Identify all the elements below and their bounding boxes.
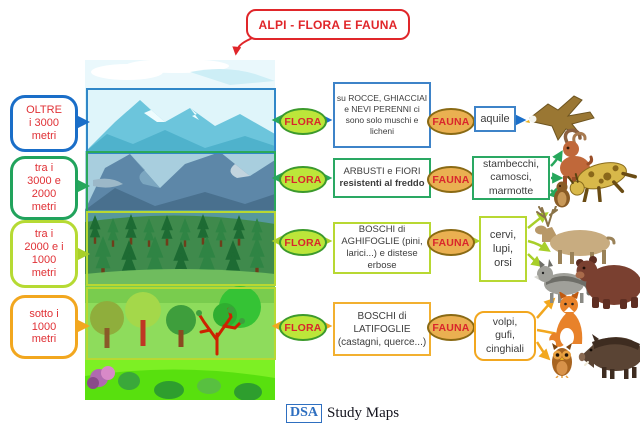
flora-desc-row2-line2: resistenti al freddo [339, 178, 425, 189]
dsa-logo-badge: DSA [286, 404, 323, 423]
brand-logo: DSA Study Maps [286, 404, 399, 423]
flora-badge-row3: FLORA [279, 229, 327, 256]
fauna-names-row4: volpi, gufi, cinghiali [474, 311, 536, 361]
fauna-badge-row3: FAUNA [427, 229, 475, 256]
altitude-label-3000-2000: tra i 3000 e 2000 metri [10, 156, 78, 220]
altitude-label-under-1000: sotto i 1000 metri [10, 295, 78, 359]
flora-desc-row1: su ROCCE, GHIACCIAI e NEVI PERENNI ci so… [333, 82, 431, 148]
title-box: ALPI - FLORA E FAUNA [246, 9, 410, 40]
flora-desc-row2-line1: ARBUSTI e FIORI [343, 166, 421, 178]
fauna-badge-row2: FAUNA [427, 166, 475, 193]
fauna-badge-row4: FAUNA [427, 314, 475, 341]
owl-icon [552, 343, 572, 378]
fauna-names-row2: stambecchi, camosci, marmotte [472, 156, 550, 200]
fauna-badge-row1: FAUNA [427, 108, 475, 135]
boar-icon [578, 334, 640, 379]
brand-name: Study Maps [327, 405, 400, 421]
wolf-icon [534, 259, 590, 303]
flora-desc-row2: ARBUSTI e FIORI resistenti al freddo [333, 158, 431, 198]
marmot-icon [554, 181, 570, 208]
altitude-label-2000-1000: tra i 2000 e i 1000 metri [10, 220, 78, 288]
fauna-names-row1: aquile [474, 106, 516, 132]
flora-desc-row3: BOSCHI di AGHIFOGLIE (pini, larici...) e… [333, 222, 431, 274]
altitude-label-over-3000: OLTRE i 3000 metri [10, 95, 78, 152]
bear-icon [575, 256, 640, 309]
page-title: ALPI - FLORA E FAUNA [258, 17, 398, 32]
alps-illustration [85, 60, 275, 400]
flora-badge-row1: FLORA [279, 108, 327, 135]
flora-badge-row4: FLORA [279, 314, 327, 341]
fauna-names-row3: cervi, lupi, orsi [479, 216, 527, 282]
flora-desc-row4: BOSCHI di LATIFOGLIE (castagni, querce..… [333, 302, 431, 356]
chamois-icon [567, 162, 637, 202]
flora-badge-row2: FLORA [279, 166, 327, 193]
eagle-icon [525, 95, 595, 142]
